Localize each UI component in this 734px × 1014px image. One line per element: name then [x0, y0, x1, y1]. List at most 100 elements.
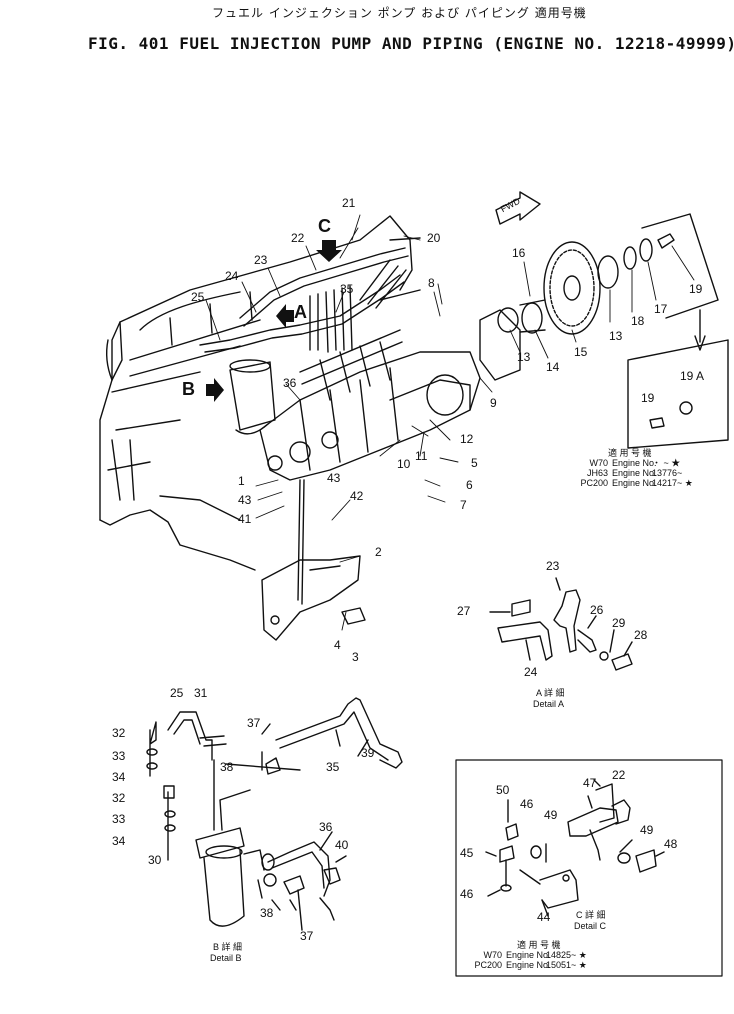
model: PC200 [580, 478, 608, 488]
drive-gear-group [479, 191, 729, 449]
view-b-label: B [182, 379, 195, 399]
detail-c-caption: Detail C [574, 921, 607, 931]
detail-b-drawing [146, 697, 403, 931]
part-number-13a: 13 [517, 350, 531, 364]
detail-b-32b: 32 [112, 791, 126, 805]
injection-pump [259, 329, 481, 481]
fuel-pipes [199, 237, 421, 353]
engine-block [99, 215, 413, 571]
detail-c-49a: 49 [544, 808, 558, 822]
detail-c-46b: 46 [460, 887, 474, 901]
detail-b-34a: 34 [112, 770, 126, 784]
part-number-9: 9 [490, 396, 497, 410]
applicability-heading: 適 用 号 機 [517, 940, 561, 950]
part-number-21: 21 [342, 196, 356, 210]
engine-range: 14217~ ★ [652, 478, 693, 488]
detail-a-24: 24 [524, 665, 538, 679]
part-number-43b: 43 [327, 471, 341, 485]
model: W70 [483, 950, 502, 960]
leader-lines [205, 214, 695, 631]
detail-b-39: 39 [361, 746, 375, 760]
part-number-4: 4 [334, 638, 341, 652]
page-title-japanese: フュエル インジェクション ポンプ および パイピング 適用号機 [212, 6, 587, 20]
mounting-bracket [261, 479, 366, 641]
detail-c-drawing [485, 779, 665, 917]
part-number-14: 14 [546, 360, 560, 374]
engine-range: 13776~ [652, 468, 683, 478]
detail-b-38b: 38 [260, 906, 274, 920]
part-number-1: 1 [238, 474, 245, 488]
part-number-10: 10 [397, 457, 411, 471]
detail-a-caption-jp: A 詳 細 [536, 688, 565, 698]
detail-c-45: 45 [460, 846, 474, 860]
detail-c-frame [455, 759, 723, 977]
detail-b-30: 30 [148, 853, 162, 867]
detail-b-40: 40 [335, 838, 349, 852]
part-number-25: 25 [191, 290, 205, 304]
part-number-5: 5 [471, 456, 478, 470]
model: PC200 [474, 960, 502, 970]
detail-c-44: 44 [537, 910, 551, 924]
detail-b-37a: 37 [247, 716, 261, 730]
part-number-19: 19 [689, 282, 703, 296]
part-number-15: 15 [574, 345, 588, 359]
part-number-41: 41 [238, 512, 252, 526]
fuel-filter-on-engine [229, 359, 276, 435]
detail-b-caption-jp: B 詳 細 [213, 942, 243, 952]
detail-b-33a: 33 [112, 749, 126, 763]
part-number-35: 35 [340, 282, 354, 296]
part-number-36: 36 [283, 376, 297, 390]
page-title: FIG. 401 FUEL INJECTION PUMP AND PIPING … [88, 34, 734, 53]
view-arrows [206, 240, 342, 402]
detail-b-25: 25 [170, 686, 184, 700]
detail-b-36: 36 [319, 820, 333, 834]
part-number-17: 17 [654, 302, 668, 316]
detail-a-28: 28 [634, 628, 648, 642]
detail-b-31: 31 [194, 686, 208, 700]
part-number-13b: 13 [609, 329, 623, 343]
part-number-18: 18 [631, 314, 645, 328]
detail-b-34b: 34 [112, 834, 126, 848]
detail-c-46a: 46 [520, 797, 534, 811]
model: W70 [589, 458, 608, 468]
detail-b-caption: Detail B [210, 953, 242, 963]
detail-b-38a: 38 [220, 760, 234, 774]
engine-label: Engine No. [612, 458, 657, 468]
detail-c-47: 47 [583, 776, 597, 790]
detail-a-29: 29 [612, 616, 626, 630]
part-number-43a: 43 [238, 493, 252, 507]
detail-b-37b: 37 [300, 929, 314, 943]
part-number-24: 24 [225, 269, 239, 283]
engine-label: Engine No. [612, 478, 657, 488]
engine-range: 15051~ ★ [546, 960, 587, 970]
part-number-19-inset: 19 [641, 391, 655, 405]
part-number-19a-inset: 19 A [680, 369, 705, 383]
detail-c-48: 48 [664, 837, 678, 851]
part-number-12: 12 [460, 432, 474, 446]
detail-c-caption-jp: C 詳 細 [576, 910, 606, 920]
detail-c-22: 22 [612, 768, 626, 782]
part-number-8: 8 [428, 276, 435, 290]
detail-c-49b: 49 [640, 823, 654, 837]
detail-b-33b: 33 [112, 812, 126, 826]
detail-a-23: 23 [546, 559, 560, 573]
part-number-11: 11 [415, 449, 428, 463]
detail-a-27: 27 [457, 604, 471, 618]
part-number-22: 22 [291, 231, 305, 245]
detail-c-50: 50 [496, 783, 510, 797]
part-number-16: 16 [512, 246, 526, 260]
applicability-heading: 適 用 号 機 [608, 448, 652, 458]
view-c-label: C [318, 216, 331, 236]
engine-label: Engine No. [506, 950, 551, 960]
detail-a-drawing [489, 577, 633, 671]
part-number-7: 7 [460, 498, 467, 512]
engine-label: Engine No. [612, 468, 657, 478]
engine-range: 14825~ ★ [546, 950, 587, 960]
part-number-6: 6 [466, 478, 473, 492]
engine-label: Engine No. [506, 960, 551, 970]
part-number-3: 3 [352, 650, 359, 664]
model: JH63 [586, 468, 608, 478]
